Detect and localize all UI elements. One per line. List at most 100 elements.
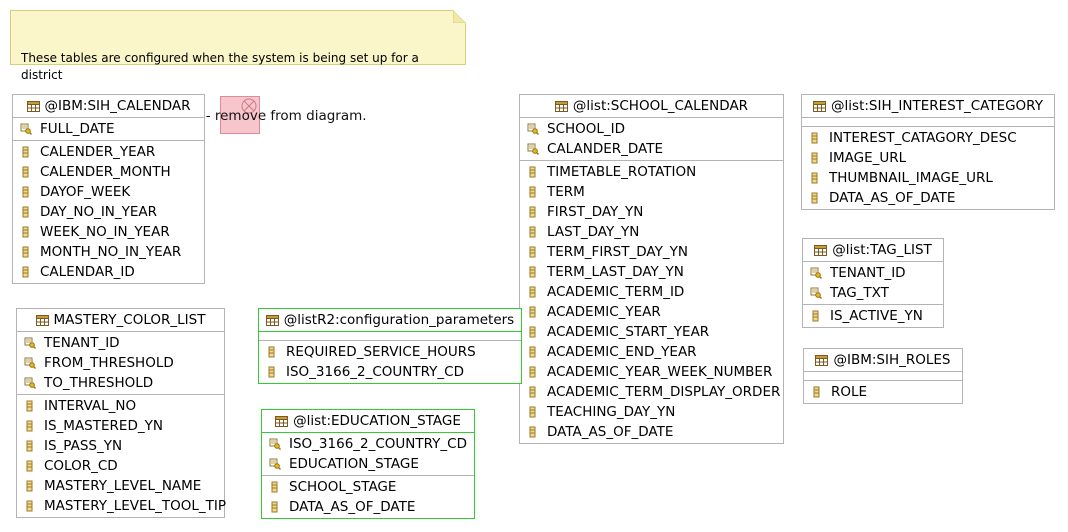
column-icon: [26, 440, 33, 452]
entity-header[interactable]: @listR2:configuration_parameters: [259, 309, 521, 332]
pk-column-education-stage[interactable]: EDUCATION_STAGE: [262, 454, 474, 474]
entity-header[interactable]: MASTERY_COLOR_LIST: [17, 309, 224, 332]
column-is-pass-yn[interactable]: IS_PASS_YN: [17, 436, 224, 456]
column-school-stage[interactable]: SCHOOL_STAGE: [262, 477, 474, 497]
primary-key-icon: [24, 337, 36, 349]
entity-title: MASTERY_COLOR_LIST: [53, 312, 206, 328]
column-image-url[interactable]: IMAGE_URL: [802, 148, 1054, 168]
column-thumbnail-image-url[interactable]: THUMBNAIL_IMAGE_URL: [802, 168, 1054, 188]
primary-key-section: [802, 118, 1054, 127]
column-icon: [529, 326, 536, 338]
column-icon: [529, 266, 536, 278]
column-name: FROM_THRESHOLD: [44, 355, 174, 371]
column-icon: [811, 152, 818, 164]
column-icon: [812, 310, 819, 322]
pk-column-from-threshold[interactable]: FROM_THRESHOLD: [17, 353, 224, 373]
column-teaching-day-yn[interactable]: TEACHING_DAY_YN: [520, 402, 783, 422]
column-icon: [529, 366, 536, 378]
column-name: THUMBNAIL_IMAGE_URL: [829, 170, 993, 186]
column-interest-catagory-desc[interactable]: INTEREST_CATAGORY_DESC: [802, 128, 1054, 148]
entity-title: @list:SIH_INTEREST_CATEGORY: [831, 98, 1043, 114]
column-role[interactable]: ROLE: [804, 382, 962, 402]
pk-column-tenant-id[interactable]: TENANT_ID: [803, 263, 943, 283]
entity-header[interactable]: @list:TAG_LIST: [803, 239, 943, 262]
pk-column-school-id[interactable]: SCHOOL_ID: [520, 119, 783, 139]
table-icon: [814, 244, 828, 256]
column-academic-term-display-order[interactable]: ACADEMIC_TERM_DISPLAY_ORDER: [520, 382, 783, 402]
column-icon: [529, 286, 536, 298]
pk-column-tenant-id[interactable]: TENANT_ID: [17, 333, 224, 353]
column-name: LAST_DAY_YN: [547, 224, 640, 240]
column-data-as-of-date[interactable]: DATA_AS_OF_DATE: [802, 188, 1054, 208]
column-icon: [529, 406, 536, 418]
pk-column-tag-txt[interactable]: TAG_TXT: [803, 283, 943, 303]
column-academic-year[interactable]: ACADEMIC_YEAR: [520, 302, 783, 322]
column-academic-term-id[interactable]: ACADEMIC_TERM_ID: [520, 282, 783, 302]
column-icon: [26, 480, 33, 492]
column-name: SCHOOL_STAGE: [289, 479, 397, 495]
column-interval-no[interactable]: INTERVAL_NO: [17, 396, 224, 416]
pk-column-full-date[interactable]: FULL_DATE: [13, 119, 204, 139]
column-calendar-id[interactable]: CALENDAR_ID: [13, 262, 204, 282]
primary-key-section: FULL_DATE: [13, 118, 204, 141]
column-academic-year-week-number[interactable]: ACADEMIC_YEAR_WEEK_NUMBER: [520, 362, 783, 382]
primary-key-section: TENANT_ID FROM_THRESHOLD TO_THRESHOLD: [17, 332, 224, 395]
column-icon: [529, 166, 536, 178]
entity-header[interactable]: @list:SCHOOL_CALENDAR: [520, 95, 783, 118]
column-academic-end-year[interactable]: ACADEMIC_END_YEAR: [520, 342, 783, 362]
column-iso-3166-2-country-cd[interactable]: ISO_3166_2_COUNTRY_CD: [259, 362, 521, 382]
column-name: MASTERY_LEVEL_NAME: [44, 478, 202, 494]
diagram-note[interactable]: These tables are configured when the sys…: [10, 10, 466, 99]
column-required-service-hours[interactable]: REQUIRED_SERVICE_HOURS: [259, 342, 521, 362]
column-term[interactable]: TERM: [520, 182, 783, 202]
pk-column-to-threshold[interactable]: TO_THRESHOLD: [17, 373, 224, 393]
column-term-first-day-yn[interactable]: TERM_FIRST_DAY_YN: [520, 242, 783, 262]
entity-header[interactable]: @IBM:SIH_CALENDAR: [13, 95, 204, 118]
entity-mastery-color-list[interactable]: MASTERY_COLOR_LIST TENANT_ID FROM_THRESHOL…: [16, 308, 226, 518]
column-first-day-yn[interactable]: FIRST_DAY_YN: [520, 202, 783, 222]
entity-title: @list:EDUCATION_STAGE: [293, 413, 461, 429]
column-section: INTEREST_CATAGORY_DESC IMAGE_URL THUMBNAIL…: [802, 127, 1054, 209]
entity-sih-roles[interactable]: @IBM:SIH_ROLES ROLE: [803, 348, 963, 404]
primary-key-icon: [527, 143, 539, 155]
column-data-as-of-date[interactable]: DATA_AS_OF_DATE: [520, 422, 783, 442]
column-last-day-yn[interactable]: LAST_DAY_YN: [520, 222, 783, 242]
invalid-view-box[interactable]: [220, 96, 260, 134]
entity-education-stage[interactable]: @list:EDUCATION_STAGE ISO_3166_2_COUNTRY_…: [261, 409, 475, 519]
column-name: INTERVAL_NO: [44, 398, 137, 414]
column-month-no-in-year[interactable]: MONTH_NO_IN_YEAR: [13, 242, 204, 262]
column-academic-start-year[interactable]: ACADEMIC_START_YEAR: [520, 322, 783, 342]
entity-header[interactable]: @list:SIH_INTEREST_CATEGORY: [802, 95, 1054, 118]
column-color-cd[interactable]: COLOR_CD: [17, 456, 224, 476]
column-week-no-in-year[interactable]: WEEK_NO_IN_YEAR: [13, 222, 204, 242]
column-name: MONTH_NO_IN_YEAR: [40, 244, 182, 260]
primary-key-icon: [269, 458, 281, 470]
column-is-mastered-yn[interactable]: IS_MASTERED_YN: [17, 416, 224, 436]
column-icon: [811, 132, 818, 144]
column-mastery-level-name[interactable]: MASTERY_LEVEL_NAME: [17, 476, 224, 496]
pk-column-calander-date[interactable]: CALANDER_DATE: [520, 139, 783, 159]
entity-sih-interest-category[interactable]: @list:SIH_INTEREST_CATEGORY INTEREST_CATA…: [801, 94, 1055, 210]
column-data-as-of-date[interactable]: DATA_AS_OF_DATE: [262, 497, 474, 517]
invalid-view-icon: [241, 98, 257, 114]
column-calender-month[interactable]: CALENDER_MONTH: [13, 162, 204, 182]
column-is-active-yn[interactable]: IS_ACTIVE_YN: [803, 306, 943, 326]
column-calender-year[interactable]: CALENDER_YEAR: [13, 142, 204, 162]
table-icon: [265, 314, 279, 326]
column-timetable-rotation[interactable]: TIMETABLE_ROTATION: [520, 162, 783, 182]
column-term-last-day-yn[interactable]: TERM_LAST_DAY_YN: [520, 262, 783, 282]
pk-column-iso-3166-2-country-cd[interactable]: ISO_3166_2_COUNTRY_CD: [262, 434, 474, 454]
entity-header[interactable]: @IBM:SIH_ROLES: [804, 349, 962, 372]
column-name: INTEREST_CATAGORY_DESC: [829, 130, 1017, 146]
entity-header[interactable]: @list:EDUCATION_STAGE: [262, 410, 474, 433]
column-name: FIRST_DAY_YN: [547, 204, 644, 220]
column-day-no-in-year[interactable]: DAY_NO_IN_YEAR: [13, 202, 204, 222]
column-dayof-week[interactable]: DAYOF_WEEK: [13, 182, 204, 202]
column-mastery-level-tool-tip[interactable]: MASTERY_LEVEL_TOOL_TIP: [17, 496, 226, 516]
column-name: DATA_AS_OF_DATE: [829, 190, 956, 206]
